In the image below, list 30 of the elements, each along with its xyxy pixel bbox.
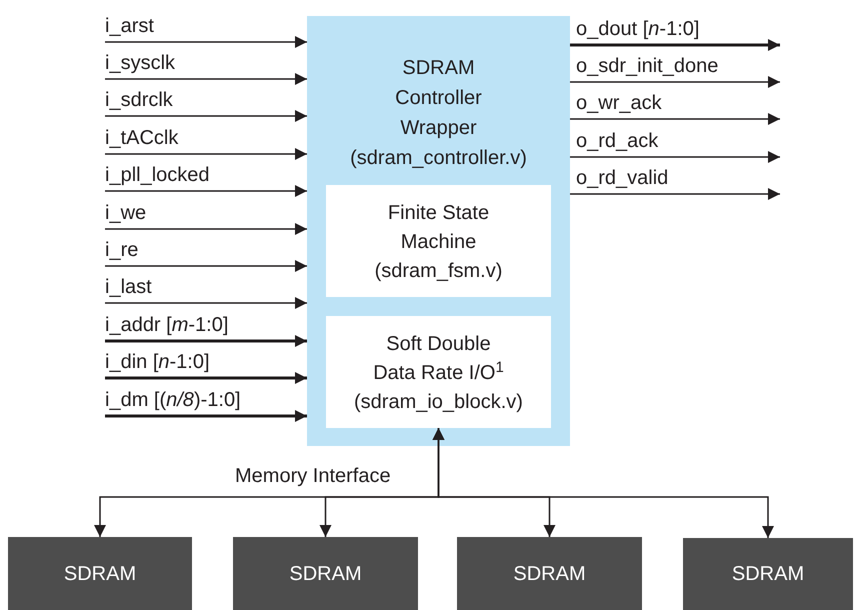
signal-arrow xyxy=(105,260,307,272)
signal-arrow xyxy=(570,113,780,125)
signal-arrow xyxy=(105,110,307,122)
signal-arrow xyxy=(105,410,307,422)
module-box xyxy=(326,185,551,297)
signal-arrow xyxy=(105,185,307,197)
sdram-chip: SDRAM xyxy=(457,537,642,610)
sdram-chip: SDRAM xyxy=(8,537,192,610)
bus-arrow xyxy=(432,428,774,538)
block-title: SDRAM Controller Wrapper xyxy=(394,56,483,141)
signal-arrow xyxy=(570,188,780,200)
module-box xyxy=(326,316,551,428)
signal-arrow xyxy=(105,335,307,347)
sdram-chip: SDRAM xyxy=(683,538,853,610)
signal-arrow xyxy=(105,297,307,309)
file-name: (sdram_controller.v) xyxy=(350,146,527,171)
signal-arrow xyxy=(105,148,307,160)
file-name: (sdram_fsm.v) xyxy=(374,259,502,284)
sdram-chip: SDRAM xyxy=(233,537,418,610)
signal-arrow xyxy=(570,39,780,51)
signal-arrow xyxy=(570,151,780,163)
wrapper-block xyxy=(307,16,570,446)
signal-arrow xyxy=(570,76,780,88)
signal-arrow xyxy=(105,372,307,384)
signal-arrow xyxy=(105,223,307,235)
file-name: (sdram_io_block.v) xyxy=(354,390,523,415)
block-title: Soft Double Data Rate I/O$^{1}$ xyxy=(372,332,505,386)
signal-arrow xyxy=(105,73,307,85)
block-title: Finite State Machine xyxy=(386,201,490,255)
signal-arrow xyxy=(105,36,307,48)
